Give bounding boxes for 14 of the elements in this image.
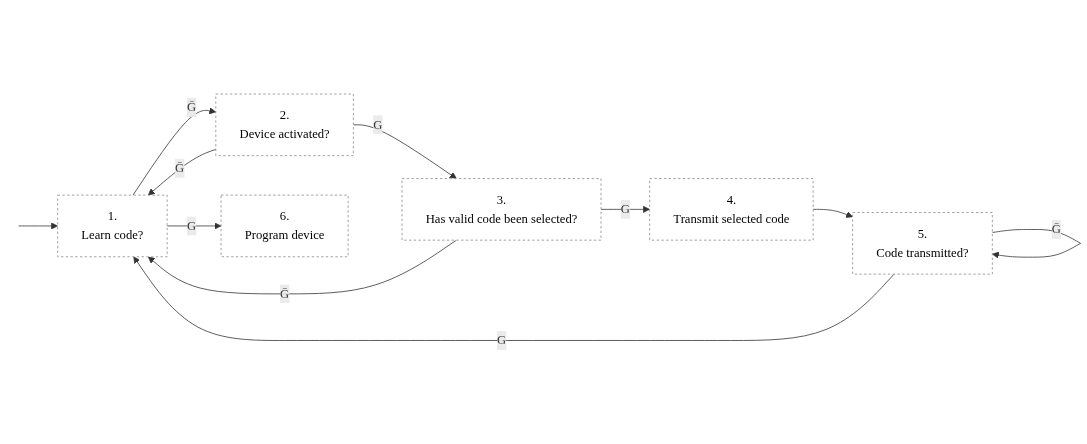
edge-label: Ḡ — [1051, 222, 1061, 236]
edge-label: G — [620, 202, 630, 216]
node-box: 3. Has valid code been selected? — [401, 178, 602, 241]
node-box: 2. Device activated? — [215, 93, 354, 157]
edge-label: Ḡ — [175, 161, 185, 175]
node-box: 5. Code transmitted? — [852, 212, 993, 275]
node-box: 1. Learn code? — [57, 194, 168, 258]
node-box: 6. Program device — [220, 194, 349, 258]
node-box: 4. Transmit selected code — [649, 178, 814, 241]
edge-label: G — [496, 333, 507, 347]
edge-label: Ḡ — [280, 286, 290, 301]
edge-label: G — [373, 117, 383, 132]
edge-label: Ḡ — [186, 100, 197, 114]
edge-label: G — [186, 218, 197, 233]
